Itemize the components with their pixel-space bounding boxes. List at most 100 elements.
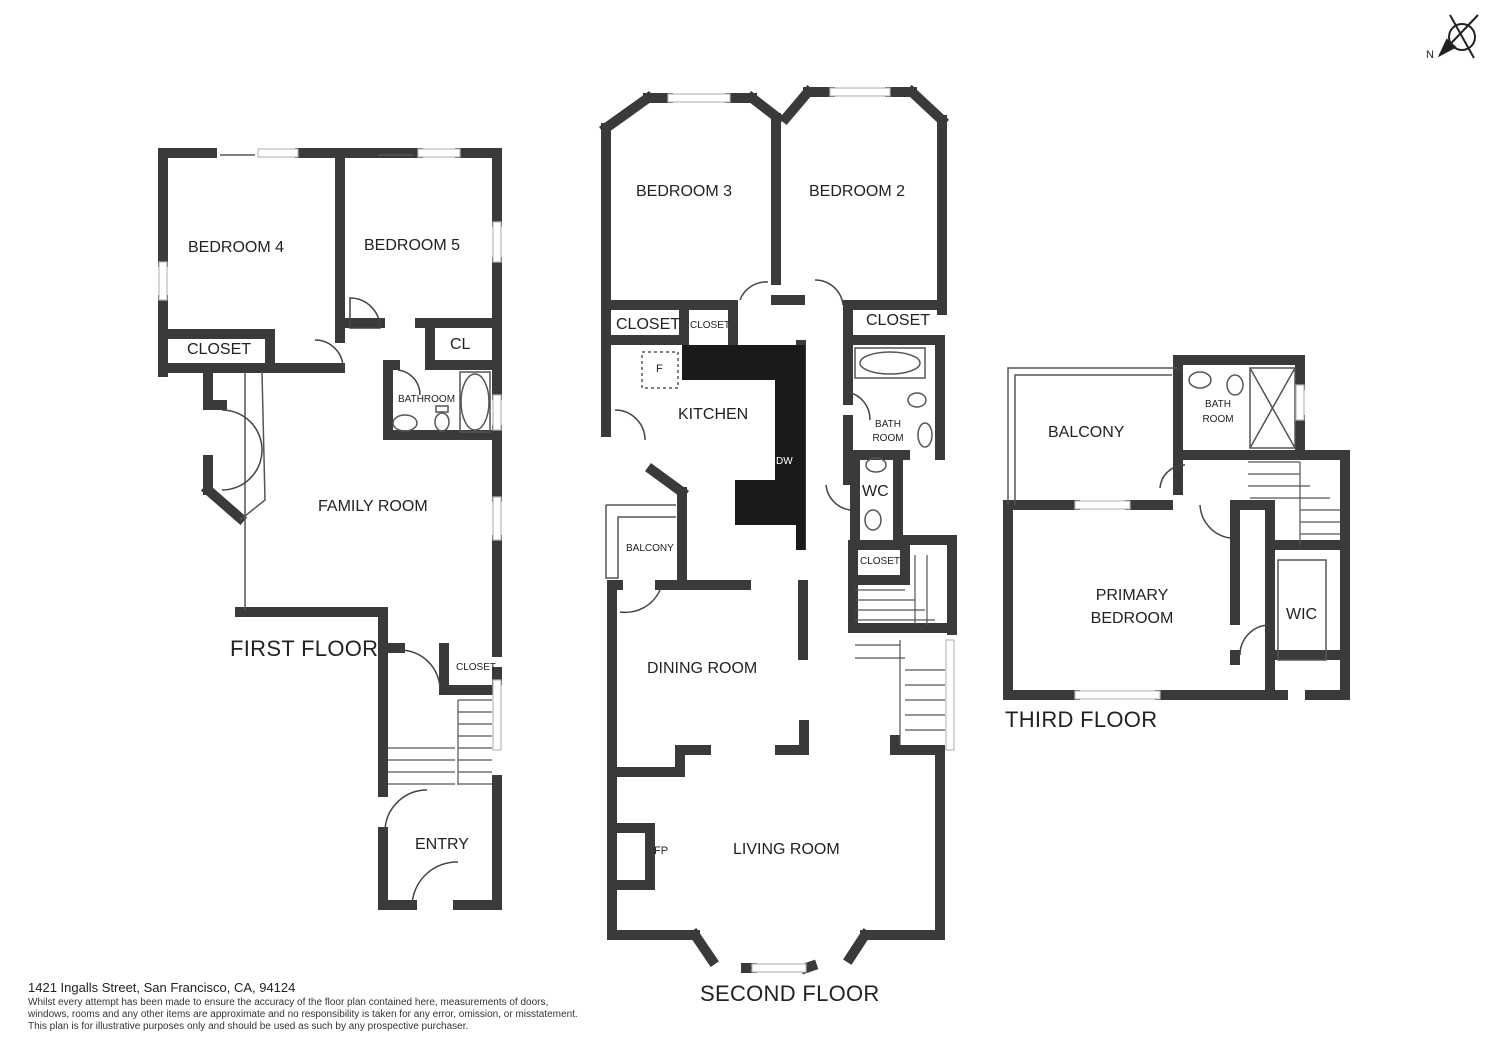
- room-label-bedroom-3: BEDROOM 3: [636, 183, 733, 200]
- tub-fixture: [854, 347, 926, 379]
- toilet-fixture: [434, 412, 450, 432]
- room-label-wic: WIC: [1286, 606, 1318, 623]
- room-label-balcony-third: BALCONY: [1048, 424, 1125, 441]
- stairs: [388, 461, 1340, 785]
- disclaimer-line: This plan is for illustrative purposes o…: [28, 1021, 469, 1032]
- tub-fixture: [460, 373, 490, 431]
- toilet-fixture: [864, 509, 882, 531]
- door-swing: [221, 409, 263, 491]
- fireplace-label: FP: [654, 845, 669, 857]
- fridge-fixture: [641, 351, 679, 389]
- door-swing: [1239, 624, 1269, 656]
- window: [1295, 384, 1305, 421]
- sink-fixture: [1188, 371, 1212, 389]
- walls: [158, 84, 1350, 975]
- room-label-closet-right: CLOSET: [866, 312, 931, 329]
- room-label-primary-line2: BEDROOM: [1090, 610, 1174, 627]
- shower-fixture: [1249, 367, 1296, 449]
- sink-fixture: [865, 457, 887, 473]
- toilet-fixture: [1226, 374, 1244, 396]
- floor-title-third: THIRD FLOOR: [1005, 707, 1158, 732]
- room-label-wc: WC: [862, 483, 889, 500]
- stair-treads: [855, 640, 945, 745]
- window: [945, 639, 955, 751]
- door-swing: [411, 861, 459, 906]
- door-swing: [739, 281, 769, 301]
- room-label-closet: CLOSET: [187, 341, 252, 358]
- room-label-living-room: LIVING ROOM: [733, 841, 840, 858]
- dishwasher-label: DW: [776, 456, 793, 467]
- stair-treads: [457, 699, 492, 785]
- first-floor-walls: [158, 148, 502, 910]
- window: [492, 394, 502, 431]
- wic-shelf: [1277, 559, 1327, 661]
- room-label-balcony-second: BALCONY: [626, 543, 674, 554]
- toilet-fixture: [435, 405, 449, 413]
- disclaimer-line: Whilst every attempt has been made to en…: [28, 997, 549, 1008]
- room-label-bath-line2: ROOM: [872, 433, 904, 444]
- compass-arrow-icon: [1437, 14, 1479, 59]
- window: [492, 221, 502, 263]
- room-label-cl: CL: [450, 336, 471, 353]
- second-floor-walls: [599, 84, 957, 975]
- tub-fixture: [859, 351, 921, 375]
- room-label-closet-stair: CLOSET: [860, 556, 901, 567]
- floor-title-second: SECOND FLOOR: [700, 981, 880, 1006]
- room-label-bath3-line2: ROOM: [1202, 414, 1234, 425]
- fridge-label: F: [656, 363, 663, 375]
- door-swing: [825, 484, 851, 511]
- room-label-family-room: FAMILY ROOM: [318, 498, 428, 515]
- room-label-dining-room: DINING ROOM: [647, 660, 758, 677]
- stair-treads: [1248, 461, 1340, 545]
- door-swing: [814, 279, 844, 306]
- room-label-entry: ENTRY: [415, 836, 469, 853]
- door-swing: [1159, 464, 1186, 489]
- window: [492, 496, 502, 541]
- door-swing: [399, 649, 441, 691]
- third-floor-walls: [1003, 355, 1350, 700]
- door-swing: [384, 789, 428, 831]
- tub-fixture: [459, 371, 491, 433]
- room-label-bedroom-4: BEDROOM 4: [188, 239, 285, 256]
- room-label-bedroom-5: BEDROOM 5: [364, 237, 461, 254]
- window: [829, 87, 891, 97]
- window: [1074, 500, 1131, 510]
- balcony-rail: [1007, 367, 1178, 505]
- window: [751, 963, 807, 973]
- floor-title-first: FIRST FLOOR: [230, 636, 379, 661]
- property-address: 1421 Ingalls Street, San Francisco, CA, …: [28, 980, 296, 995]
- wall: [799, 959, 819, 975]
- sink-fixture: [917, 422, 933, 448]
- room-label-bathroom: BATHROOM: [398, 394, 456, 405]
- window: [492, 679, 502, 751]
- room-label-closet-small: CLOSET: [456, 662, 497, 673]
- toilet-fixture: [907, 392, 927, 408]
- room-label-closet-left: CLOSET: [616, 316, 681, 333]
- room-label-bath3-line1: BATH: [1205, 399, 1231, 410]
- door-swing: [614, 409, 646, 441]
- room-label-bedroom-2: BEDROOM 2: [809, 183, 906, 200]
- stair-treads: [388, 747, 455, 785]
- room-label-closet-mid: CLOSET: [690, 320, 731, 331]
- door-swing: [619, 589, 661, 614]
- stair-treads: [855, 555, 935, 625]
- door-swing: [1199, 504, 1231, 539]
- room-label-kitchen: KITCHEN: [678, 406, 749, 423]
- wall: [599, 91, 655, 135]
- door-swing: [847, 391, 871, 421]
- kitchen-counter: [682, 345, 805, 550]
- balcony-rail: [605, 505, 676, 579]
- compass-north-label: N: [1426, 49, 1434, 61]
- disclaimer-line: windows, rooms and any other items are a…: [28, 1009, 578, 1020]
- window: [257, 148, 299, 158]
- room-label-primary-line1: PRIMARY: [1095, 587, 1169, 604]
- window: [1074, 690, 1161, 700]
- wall: [200, 482, 248, 526]
- window: [417, 148, 461, 158]
- window: [667, 93, 731, 103]
- door-swings: [221, 279, 1269, 906]
- disclaimer: Whilst every attempt has been made to en…: [28, 997, 688, 1033]
- windows: [158, 87, 1305, 973]
- shower-fixture: [1249, 367, 1296, 449]
